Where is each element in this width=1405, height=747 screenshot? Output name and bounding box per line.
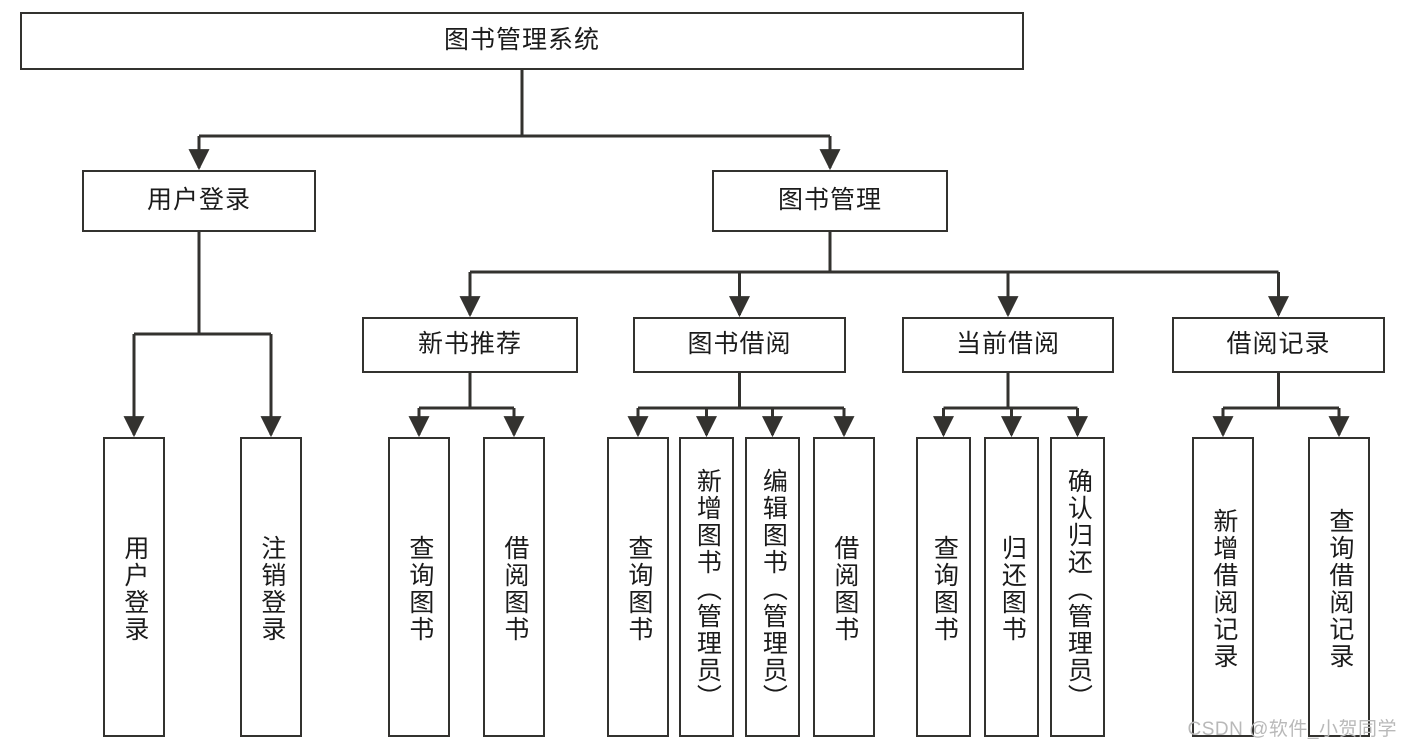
node-label: 注销登录: [257, 535, 286, 643]
node-leaf-borrow-book-1[interactable]: 借阅图书: [483, 437, 545, 737]
node-leaf-edit-book[interactable]: 编辑图书（管理员）: [745, 437, 800, 737]
node-label: 借阅图书: [830, 535, 859, 643]
node-borrow[interactable]: 图书借阅: [633, 317, 846, 373]
node-leaf-borrow-book-2[interactable]: 借阅图书: [813, 437, 875, 737]
node-bookmgmt[interactable]: 图书管理: [712, 170, 948, 232]
node-leaf-query-book-2[interactable]: 查询图书: [607, 437, 669, 737]
node-records[interactable]: 借阅记录: [1172, 317, 1385, 373]
node-leaf-query-book-1[interactable]: 查询图书: [388, 437, 450, 737]
node-leaf-add-book[interactable]: 新增图书（管理员）: [679, 437, 734, 737]
node-leaf-query-record[interactable]: 查询借阅记录: [1308, 437, 1370, 737]
node-label: 用户登录: [146, 186, 251, 215]
node-label: 确认归还（管理员）: [1064, 467, 1093, 711]
node-leaf-user-logout[interactable]: 注销登录: [240, 437, 302, 737]
node-label: 新增图书（管理员）: [693, 467, 722, 711]
node-label: 查询借阅记录: [1325, 508, 1354, 670]
node-leaf-confirm-return[interactable]: 确认归还（管理员）: [1050, 437, 1105, 737]
node-newbook[interactable]: 新书推荐: [362, 317, 578, 373]
node-label: 借阅记录: [1226, 330, 1331, 359]
node-leaf-user-login[interactable]: 用户登录: [103, 437, 165, 737]
watermark: CSDN @软件_小贺同学: [1187, 719, 1397, 740]
node-label: 用户登录: [120, 535, 149, 643]
node-label: 查询图书: [405, 535, 434, 643]
node-label: 图书借阅: [687, 330, 792, 359]
node-label: 查询图书: [930, 535, 959, 643]
tree-connectors: [123, 70, 1350, 438]
node-label: 查询图书: [624, 535, 653, 643]
node-leaf-add-record[interactable]: 新增借阅记录: [1192, 437, 1254, 737]
node-label: 新增借阅记录: [1209, 508, 1238, 670]
node-label: 归还图书: [998, 535, 1027, 643]
node-label: 借阅图书: [500, 535, 529, 643]
node-label: 当前借阅: [955, 330, 1060, 359]
node-label: 新书推荐: [417, 330, 522, 359]
node-label: 图书管理系统: [443, 26, 600, 55]
node-login[interactable]: 用户登录: [82, 170, 316, 232]
node-leaf-query-book-3[interactable]: 查询图书: [916, 437, 971, 737]
node-root[interactable]: 图书管理系统: [20, 12, 1024, 70]
node-label: 编辑图书（管理员）: [759, 467, 788, 711]
node-label: 图书管理: [777, 186, 882, 215]
node-current[interactable]: 当前借阅: [902, 317, 1114, 373]
node-leaf-return-book[interactable]: 归还图书: [984, 437, 1039, 737]
